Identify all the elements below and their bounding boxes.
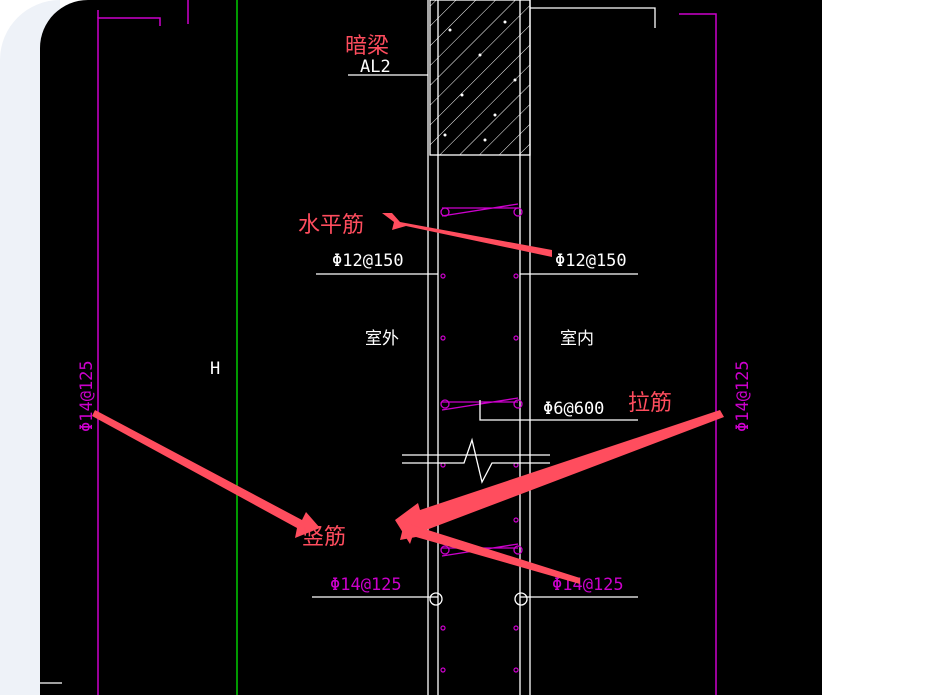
- tie-leader-line: [479, 400, 638, 421]
- horiz-bar-spec-left: Φ12@150: [332, 251, 404, 271]
- break-line-symbol: [402, 437, 550, 484]
- vert-bar-spec-right-rotated: Φ14@125: [733, 360, 753, 432]
- outdoor-label: 室外: [365, 329, 399, 349]
- tie-bar-spec: Φ6@600: [543, 399, 604, 419]
- horiz-bar-spec-right: Φ12@150: [555, 251, 627, 271]
- vertical-bar-annotation: 竖筋: [302, 525, 346, 550]
- vert-bar-circle-left: [429, 592, 443, 606]
- vert-bar-spec-bottom-left: Φ14@125: [330, 575, 402, 595]
- beam-code-label: AL2: [360, 57, 391, 77]
- dark-beam-annotation: 暗梁: [345, 34, 389, 59]
- dark-beam-hatch: [429, 0, 531, 156]
- arrow-vertical-left: [92, 410, 320, 538]
- vert-bar-spec-left-rotated: Φ14@125: [77, 360, 97, 432]
- arrow-vertical-right: [395, 410, 724, 544]
- vert-bar-circle-right: [514, 592, 528, 606]
- vertical-rebar-outline-left: [97, 10, 161, 695]
- tie-bar-annotation: 拉筋: [628, 391, 672, 416]
- beam-speckles: [443, 20, 517, 142]
- horizontal-bar-annotation: 水平筋: [298, 213, 364, 238]
- indoor-label: 室内: [560, 329, 594, 349]
- arrow-horizontal-bar: [382, 213, 552, 257]
- cad-drawing: AL2 Φ12@150 Φ12@150 室外 室内 H: [40, 0, 753, 695]
- vertical-rebar-outline-right: [679, 13, 717, 695]
- annotation-arrows: [92, 213, 724, 584]
- arrow-vertical-bottom-right: [400, 520, 580, 584]
- top-right-bracket: [530, 7, 656, 28]
- height-mark: H: [210, 359, 220, 379]
- cad-drawing-viewport[interactable]: AL2 Φ12@150 Φ12@150 室外 室内 H: [40, 0, 822, 695]
